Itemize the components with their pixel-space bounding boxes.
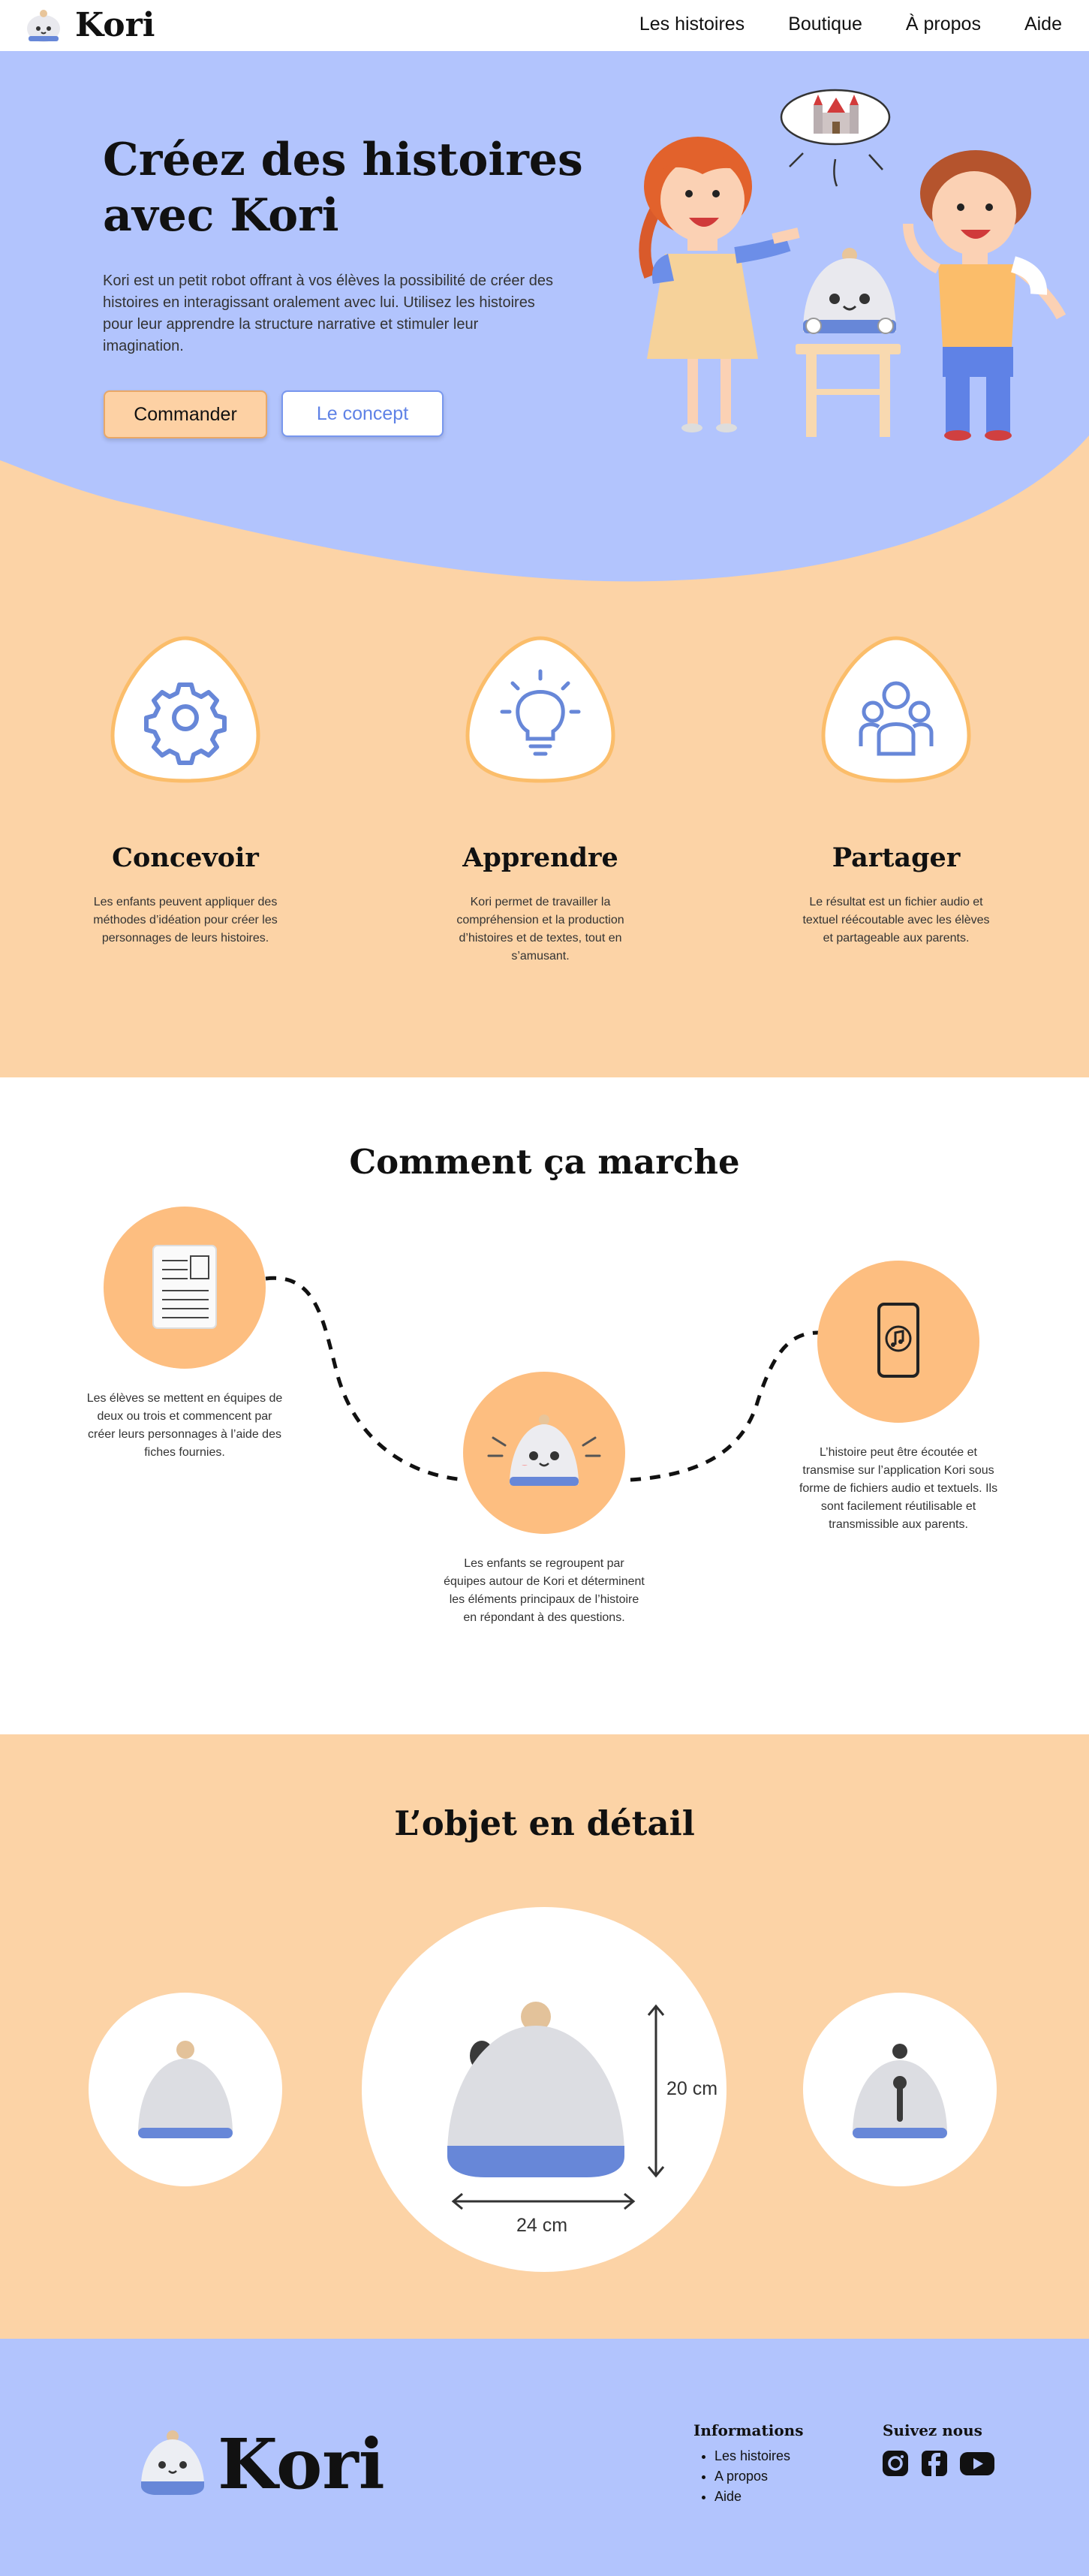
castle-icon <box>814 95 859 134</box>
nav-link-histoires[interactable]: Les histoires <box>639 14 745 35</box>
main-menu: Les histoires Boutique À propos Aide <box>639 12 1062 36</box>
feature-text: Le résultat est un fichier audio et text… <box>802 896 990 945</box>
footer-link-aide[interactable]: Aide <box>714 2487 790 2507</box>
commander-button[interactable]: Commander <box>104 390 267 438</box>
social-icons <box>881 2449 995 2478</box>
phone-music-icon <box>877 1303 919 1378</box>
kori-robot-logo-icon <box>27 10 60 42</box>
dashed-path-connector <box>265 1276 819 1482</box>
kori-front-view-image <box>447 2002 665 2210</box>
social-heading: Suivez nous <box>883 2421 982 2439</box>
kori-side-view-image <box>138 2041 233 2138</box>
step-3-circle <box>817 1261 979 1423</box>
step-1-circle <box>104 1207 266 1369</box>
hero-section: Créez des histoires avec Kori Kori est u… <box>0 51 1089 592</box>
hero-description: Kori est un petit robot offrant à vos él… <box>103 273 553 354</box>
section-title: Comment ça marche <box>349 1142 740 1182</box>
footer-link-histoires[interactable]: Les histoires <box>714 2446 790 2466</box>
feature-concevoir: Concevoir Les enfants peuvent appliquer … <box>58 634 313 1009</box>
feature-title: Partager <box>832 842 961 873</box>
feature-partager: Partager Le résultat est un fichier audi… <box>769 634 1024 1009</box>
site-footer: Kori Informations Les histoires A propos… <box>0 2339 1089 2576</box>
instagram-icon[interactable] <box>881 2449 910 2478</box>
how-it-works-section: Comment ça marche Les élèves se mettent … <box>0 1077 1089 1734</box>
boy-illustration <box>903 150 1066 441</box>
step-2-circle <box>463 1372 625 1534</box>
footer-link-a-propos[interactable]: A propos <box>714 2466 790 2487</box>
le-concept-button[interactable]: Le concept <box>281 390 444 437</box>
nav-link-a-propos[interactable]: À propos <box>905 14 981 35</box>
informations-list: Les histoires A propos Aide <box>698 2446 790 2507</box>
section-title: L’objet en détail <box>394 1803 695 1843</box>
lightbulb-icon <box>465 636 615 783</box>
step-1-text: Les élèves se mettent en équipes de deux… <box>86 1392 283 1459</box>
height-dimension-label: 20 cm <box>666 2078 718 2099</box>
users-icon <box>821 636 971 783</box>
nav-link-aide[interactable]: Aide <box>1024 14 1062 35</box>
width-dimension-label: 24 cm <box>516 2215 568 2236</box>
step-2-text: Les enfants se regroupent par équipes au… <box>444 1557 645 1624</box>
nav-logo[interactable]: Kori <box>24 5 155 47</box>
step-3-text: L’histoire peut être écoutée et transmis… <box>799 1446 998 1531</box>
children-with-kori-illustration <box>639 89 1066 441</box>
feature-title: Apprendre <box>462 842 618 873</box>
robot-icon <box>487 1415 601 1486</box>
feature-text: Les enfants peuvent appliquer des méthod… <box>93 896 278 945</box>
main-view-circle: 20 cm 24 cm <box>362 1907 727 2272</box>
gear-icon <box>110 636 260 783</box>
informations-heading: Informations <box>693 2421 804 2439</box>
top-nav: Kori Les histoires Boutique À propos Aid… <box>0 0 1089 51</box>
side-view-circle <box>89 1993 282 2186</box>
features-section: Concevoir Les enfants peuvent appliquer … <box>0 592 1089 1077</box>
facebook-icon[interactable] <box>920 2449 949 2478</box>
nav-link-boutique[interactable]: Boutique <box>788 14 862 35</box>
youtube-icon[interactable] <box>959 2449 995 2478</box>
brand-name: Kori <box>75 6 155 44</box>
product-detail-section: L’objet en détail 20 cm 24 cm <box>0 1734 1089 2339</box>
document-icon <box>152 1245 217 1329</box>
girl-illustration <box>639 137 800 432</box>
kori-back-view-image <box>853 2044 947 2138</box>
feature-title: Concevoir <box>112 842 259 873</box>
footer-brand-name: Kori <box>218 2424 385 2505</box>
kori-robot-logo-icon <box>141 2430 204 2495</box>
feature-apprendre: Apprendre Kori permet de travailler la c… <box>413 634 668 1009</box>
back-view-circle <box>803 1993 997 2186</box>
feature-text: Kori permet de travailler la compréhensi… <box>456 896 624 963</box>
hero-title: Créez des histoires avec Kori <box>103 134 583 242</box>
hero-background <box>0 51 1089 592</box>
